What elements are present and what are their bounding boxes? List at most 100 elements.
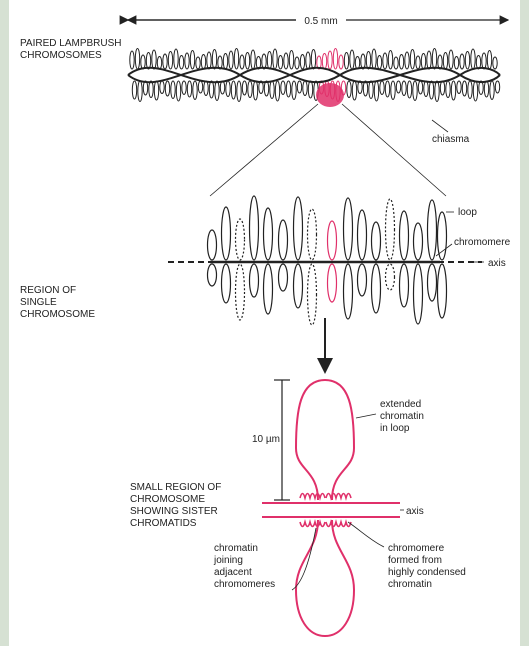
lateral-loop [300,55,304,70]
lateral-loop [267,52,271,70]
chromosome-loop [414,223,423,260]
lateral-loop [490,81,494,100]
zoom-line-right [342,104,446,196]
region-label-line3: CHROMOSOME [20,309,95,320]
extended-pointer [356,414,376,418]
lateral-loop [383,53,387,69]
extended-label-line2: chromatin [380,411,424,422]
lateral-loop [311,50,315,70]
lateral-loop [366,52,370,70]
lateral-loop [270,81,274,99]
lateral-loop [418,81,422,94]
lateral-loop [198,81,202,93]
lateral-loop [377,56,381,70]
lateral-loop [446,81,450,98]
formed-label-line2: formed from [388,555,442,566]
chromomere-coil [300,494,325,499]
chromosome-loop [208,264,217,286]
lateral-loop [495,81,499,93]
paired-chromosomes [130,49,500,102]
joining-label-line4: chromomeres [214,579,275,590]
lateral-loop [405,52,409,69]
lateral-loop [303,81,307,96]
lateral-loop [391,81,395,100]
lateral-loop [410,50,414,70]
small-region-line1: SMALL REGION OF [130,482,221,493]
lateral-loop [328,51,332,69]
formed-label-line1: chromomere [388,543,445,554]
chromomere-coil [300,522,325,527]
chromosome-loop [294,197,303,260]
lateral-loop [163,54,167,69]
chromosome-loop [386,199,395,260]
lateral-loop [154,81,158,100]
lateral-loop [240,55,244,69]
lateral-loop [281,81,285,95]
loop-label: loop [458,207,477,218]
lateral-loop [138,81,142,102]
lateral-loop [399,55,403,70]
lateral-loop [462,81,466,96]
lateral-loop [179,56,183,70]
lateral-loop [157,57,161,70]
lateral-loop [374,81,378,101]
chromosome-loop [264,208,273,260]
lateral-loop [182,81,186,95]
lateral-loop [176,81,180,101]
lateral-loop [339,55,343,69]
small-region-line3: SHOWING SISTER [130,506,218,517]
lateral-loop [429,81,433,99]
lateral-loop [201,55,205,70]
lateral-loop [264,81,268,96]
joining-label-line3: adjacent [214,567,252,578]
region-label-line1: REGION OF [20,285,76,296]
chromosome-loop [372,222,381,260]
lateral-loop [484,81,488,97]
lateral-loop [193,81,197,100]
lateral-loop [215,81,219,101]
small-region-line4: CHROMATIDS [130,518,197,529]
lateral-loop [468,81,472,99]
chromosome-loop [328,264,337,302]
chromosome-loop [358,264,367,296]
lateral-loop [440,81,444,95]
lateral-loop [248,81,252,98]
lateral-loop [223,54,227,70]
lateral-loop [146,53,150,70]
lateral-loop [251,50,255,69]
lateral-loop [237,81,241,102]
lateral-loop [413,81,417,101]
lateral-loop [262,54,266,69]
lateral-loop [361,54,365,69]
single-chromosome-loops [208,196,447,325]
lateral-loop [231,81,235,99]
lateral-loop [135,49,139,70]
ten-um-label: 10 µm [252,434,280,445]
chromosome-loop [236,219,245,260]
chromosome-loop [438,212,447,260]
lateral-loop [435,81,439,102]
lateral-loop [427,51,431,69]
lateral-loop [196,57,200,69]
lateral-loop [394,57,398,69]
lateral-loop [284,53,288,69]
lateral-loop [344,53,348,70]
lateral-loop [295,57,299,69]
lateral-loop [297,81,301,93]
lateral-loop [229,51,233,69]
extended-label-line3: in loop [380,423,410,434]
lateral-loop [421,54,425,70]
lateral-loop [380,81,384,95]
chromosome-loop [344,198,353,260]
lateral-loop [350,50,354,69]
lateral-loop [168,52,172,70]
lateral-loop [460,54,464,69]
lateral-loop [212,50,216,70]
chromosome-loop [358,210,367,260]
lateral-loop [438,55,442,69]
lateral-loop [471,49,475,69]
chromomere-label: chromomere [454,237,511,248]
lateral-loop [273,49,277,69]
lateral-loop [292,81,296,100]
